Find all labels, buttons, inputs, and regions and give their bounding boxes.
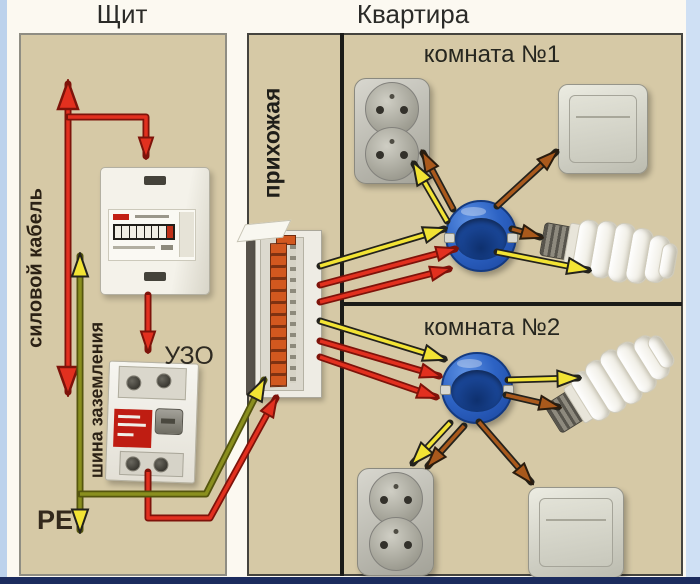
shield-title: Щит [96,0,148,29]
power-cable-label: силовой кабель [24,188,47,348]
apartment-title: Квартира [356,0,470,29]
rcd-device [104,360,200,484]
junction-box-room2 [440,352,514,424]
screw-icon [503,384,514,395]
meter-bottom-clip [144,272,166,281]
meter-label-line [135,215,169,218]
meter-text-line [113,246,155,249]
rcd-toggle-lever [154,408,184,436]
screw-icon [153,457,169,473]
rooms-divider-line [342,302,682,306]
room2-label: комната №2 [423,314,561,341]
screw-icon [126,375,142,391]
terminal-screws [290,245,296,383]
rcd-red-label [113,408,153,449]
left-margin [0,0,7,584]
screw-icon [507,232,518,243]
socket-room1 [354,78,430,184]
switch-room2 [528,487,624,578]
ground-bus-label: шина заземления [86,321,107,479]
meter-face [108,209,196,261]
electric-meter [100,167,210,295]
terminal-strip [236,219,322,398]
screw-icon [444,232,455,243]
rcd-bottom-terminals [119,450,184,478]
rcd-label: УЗО [164,342,214,370]
switch-room1 [558,84,648,174]
room1-label: комната №1 [423,41,561,68]
screw-icon [156,373,172,389]
socket-room2 [357,468,434,576]
terminal-cells [270,242,287,388]
meter-brand-mark [113,214,129,220]
bottom-border-bar [0,577,700,584]
meter-side-strip [179,212,194,257]
terminal-strip-body [255,230,322,398]
shield-panel [19,33,227,576]
screw-icon [440,384,451,395]
meter-seal [161,245,173,250]
right-margin [686,0,700,584]
meter-top-clip [144,176,166,185]
pe-label: PE [36,505,74,535]
hallway-label: прихожая [258,87,285,199]
screw-icon [125,456,141,472]
meter-display [113,224,175,240]
junction-box-room1 [444,200,518,272]
